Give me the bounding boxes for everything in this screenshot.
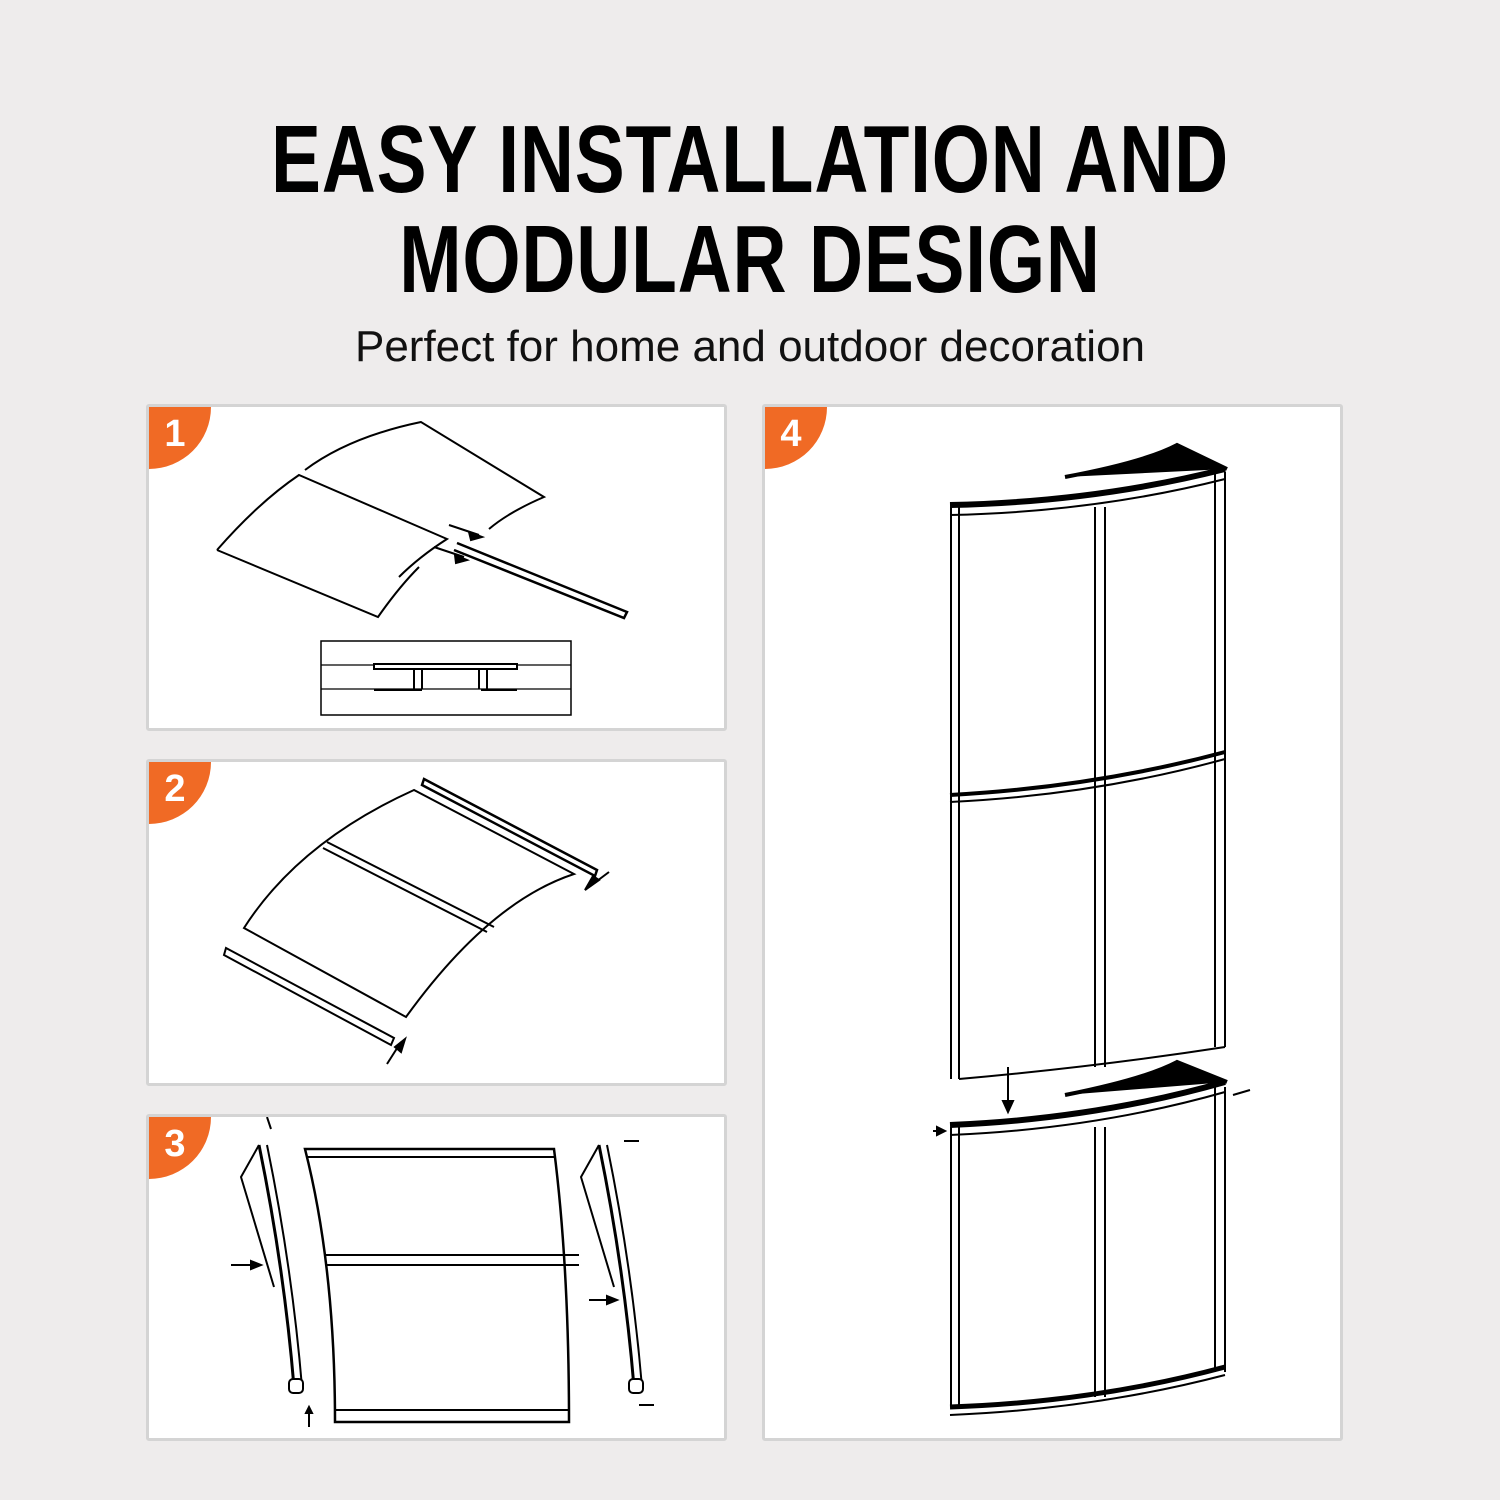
modular-stacking-diagram-icon xyxy=(933,442,1251,1416)
page-title-line-1: EASY INSTALLATION AND xyxy=(271,106,1229,213)
bracket-attachment-diagram-icon xyxy=(231,1117,654,1427)
step-2-badge: 2 xyxy=(149,762,211,824)
step-3-panel: 3 xyxy=(146,1114,727,1441)
step-1-panel: 1 xyxy=(146,404,727,731)
step-1-badge: 1 xyxy=(149,407,211,469)
page-subtitle: Perfect for home and outdoor decoration xyxy=(354,322,1146,371)
side-rails-diagram-icon xyxy=(222,777,610,1065)
step-2-panel: 2 xyxy=(146,759,727,1086)
step-4-panel: 4 xyxy=(762,404,1343,1441)
page-title-line-2: MODULAR DESIGN xyxy=(399,206,1101,313)
panel-join-diagram-icon xyxy=(216,420,629,716)
